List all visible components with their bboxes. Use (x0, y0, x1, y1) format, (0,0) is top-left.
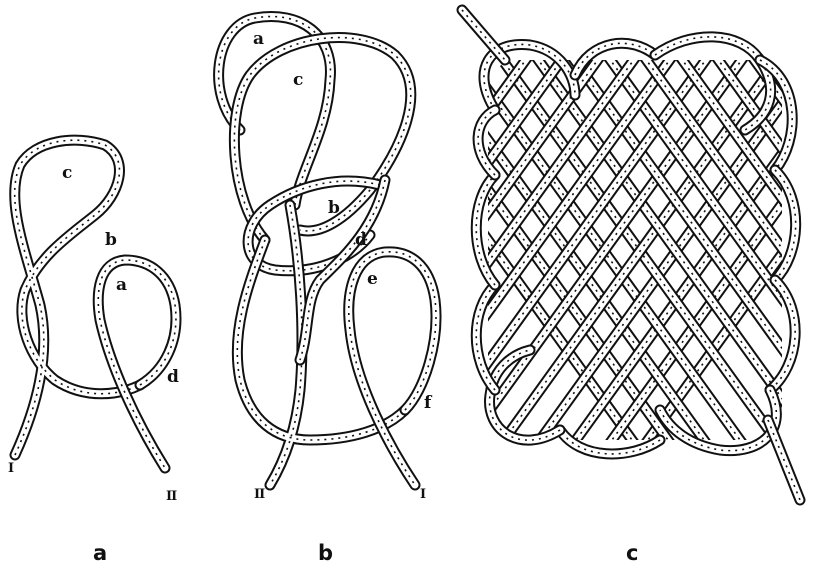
figure-a-end-I: I (8, 461, 14, 476)
figure-a-rope (15, 140, 176, 468)
figure-b: a c b d e f II I b (219, 17, 436, 565)
figure-b-label-e: e (367, 269, 378, 289)
figure-b-rope (219, 17, 436, 485)
figure-a-right-strand-fill (98, 260, 176, 468)
figure-b-label-b: b (328, 198, 340, 218)
figure-b-end-II: II (254, 487, 265, 502)
figure-c-caption: c (626, 541, 638, 565)
figure-a-caption: a (93, 541, 107, 565)
figure-a: c b a d I II a (8, 140, 179, 565)
figure-b-label-c: c (293, 70, 303, 90)
figure-a-label-b: b (105, 230, 117, 250)
figure-b-label-d: d (355, 230, 367, 250)
figure-a-end-II: II (166, 489, 177, 504)
figure-a-label-a: a (116, 275, 127, 295)
figure-b-caption: b (318, 541, 333, 565)
figure-a-label-d: d (167, 367, 179, 387)
figure-b-label-f: f (424, 393, 433, 413)
figure-b-label-a: a (253, 29, 264, 49)
figure-a-label-c: c (62, 163, 72, 183)
figure-b-end-I: I (420, 487, 426, 502)
